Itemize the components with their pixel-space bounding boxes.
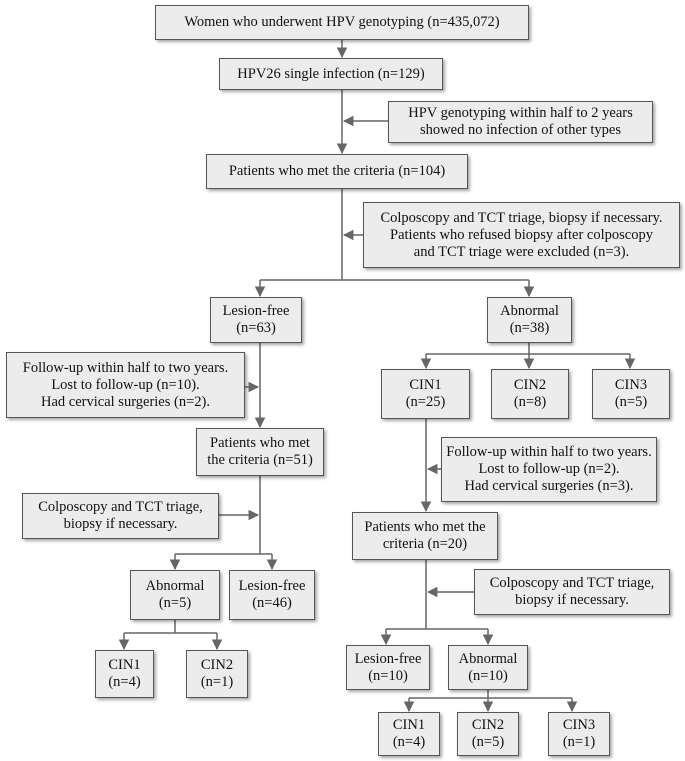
node-line: CIN2 — [200, 657, 234, 673]
node-cin2-5: CIN2 (n=5) — [457, 712, 519, 756]
node-lesion-free-46: Lesion-free (n=46) — [229, 570, 315, 620]
node-line: (n=10) — [368, 667, 408, 684]
node-line: Lesion-free — [222, 303, 290, 319]
node-line: Patients who met the — [364, 519, 486, 535]
node-line: biopsy if necessary. — [63, 516, 178, 532]
node-line: Patients who met the criteria (n=104) — [228, 163, 446, 179]
node-line: (n=4) — [108, 674, 141, 690]
node-lesion-free-63: Lesion-free (n=63) — [210, 297, 302, 343]
node-line: (n=5) — [614, 394, 648, 410]
node-line: Lost to follow-up (n=2). — [478, 461, 620, 477]
node-line: (n=63) — [236, 320, 276, 336]
node-triage-note-left: Colposcopy and TCT triage, biopsy if nec… — [22, 493, 219, 539]
node-cin1-4-right: CIN1 (n=4) — [378, 712, 440, 756]
node-line: Lesion-free — [238, 578, 306, 594]
node-line: criteria (n=20) — [382, 536, 468, 552]
node-follow-up-note-left: Follow-up within half to two years. Lost… — [6, 352, 245, 418]
node-cin1-25: CIN1 (n=25) — [381, 369, 470, 419]
node-patients-met-criteria-104: Patients who met the criteria (n=104) — [206, 154, 468, 189]
node-triage-note-right: Colposcopy and TCT triage, biopsy if nec… — [474, 569, 670, 615]
node-line: Abnormal — [145, 578, 205, 594]
node-line: Colposcopy and TCT triage, — [38, 499, 203, 515]
node-line: (n=1) — [200, 674, 234, 690]
node-line: Lesion-free — [354, 650, 422, 667]
node-abnormal-10: Abnormal (n=10) — [448, 645, 528, 690]
node-patients-met-criteria-51: Patients who met the criteria (n=51) — [196, 428, 324, 476]
node-line: (n=38) — [509, 320, 550, 336]
node-line: Patients who met — [210, 435, 310, 451]
node-line: Lost to follow-up (n=10). — [51, 376, 200, 393]
node-cin3-5: CIN3 (n=5) — [592, 369, 670, 419]
node-line: Follow-up within half to two years. — [446, 444, 652, 460]
node-abnormal-38: Abnormal (n=38) — [487, 297, 572, 343]
node-lesion-free-10: Lesion-free (n=10) — [346, 645, 430, 690]
node-line: Had cervical surgeries (n=2). — [41, 393, 210, 410]
node-women-hpv-genotyping: Women who underwent HPV genotyping (n=43… — [155, 5, 529, 40]
node-line: Colposcopy and TCT triage, biopsy if nec… — [380, 209, 663, 226]
node-line: CIN3 — [614, 377, 648, 393]
node-line: Abnormal — [500, 303, 559, 319]
node-line: (n=10) — [468, 667, 508, 684]
node-line: CIN1 — [409, 377, 442, 393]
node-line: Follow-up within half to two years. — [22, 359, 229, 376]
node-line: (n=4) — [392, 734, 426, 750]
node-line: Patients who refused biopsy after colpos… — [390, 226, 653, 243]
node-line: (n=8) — [513, 394, 547, 410]
node-patients-met-criteria-20: Patients who met the criteria (n=20) — [352, 512, 498, 560]
node-line: (n=46) — [252, 595, 292, 611]
node-cin2-1: CIN2 (n=1) — [186, 650, 248, 698]
node-cin3-1: CIN3 (n=1) — [548, 712, 610, 756]
node-line: Women who underwent HPV genotyping (n=43… — [184, 14, 500, 30]
node-line: CIN1 — [108, 657, 141, 673]
node-line: HPV genotyping within half to 2 years — [408, 105, 633, 121]
node-hpv26-single-infection: HPV26 single infection (n=129) — [219, 58, 443, 90]
node-line: Abnormal — [458, 650, 518, 667]
node-genotyping-exclusion-note: HPV genotyping within half to 2 years sh… — [388, 101, 653, 143]
node-line: Had cervical surgeries (n=3). — [464, 478, 634, 494]
node-line: (n=5) — [158, 595, 192, 611]
node-line: and TCT triage were excluded (n=3). — [413, 243, 630, 260]
node-line: the criteria (n=51) — [207, 452, 313, 468]
node-line: CIN2 — [513, 377, 547, 393]
node-line: (n=25) — [405, 394, 446, 410]
node-triage-exclusion-note: Colposcopy and TCT triage, biopsy if nec… — [363, 202, 680, 268]
node-line: (n=1) — [562, 734, 596, 750]
node-line: CIN3 — [562, 717, 596, 733]
node-line: Colposcopy and TCT triage, — [489, 575, 655, 591]
node-abnormal-5: Abnormal (n=5) — [130, 570, 220, 620]
node-line: showed no infection of other types — [420, 122, 621, 138]
node-line: CIN2 — [471, 717, 505, 733]
node-cin2-8: CIN2 (n=8) — [491, 369, 569, 419]
node-line: biopsy if necessary. — [515, 592, 629, 608]
node-follow-up-note-right: Follow-up within half to two years. Lost… — [441, 437, 657, 502]
node-line: CIN1 — [392, 717, 426, 733]
node-line: HPV26 single infection (n=129) — [237, 65, 425, 82]
node-cin1-4-left: CIN1 (n=4) — [95, 650, 154, 698]
node-line: (n=5) — [471, 734, 505, 750]
